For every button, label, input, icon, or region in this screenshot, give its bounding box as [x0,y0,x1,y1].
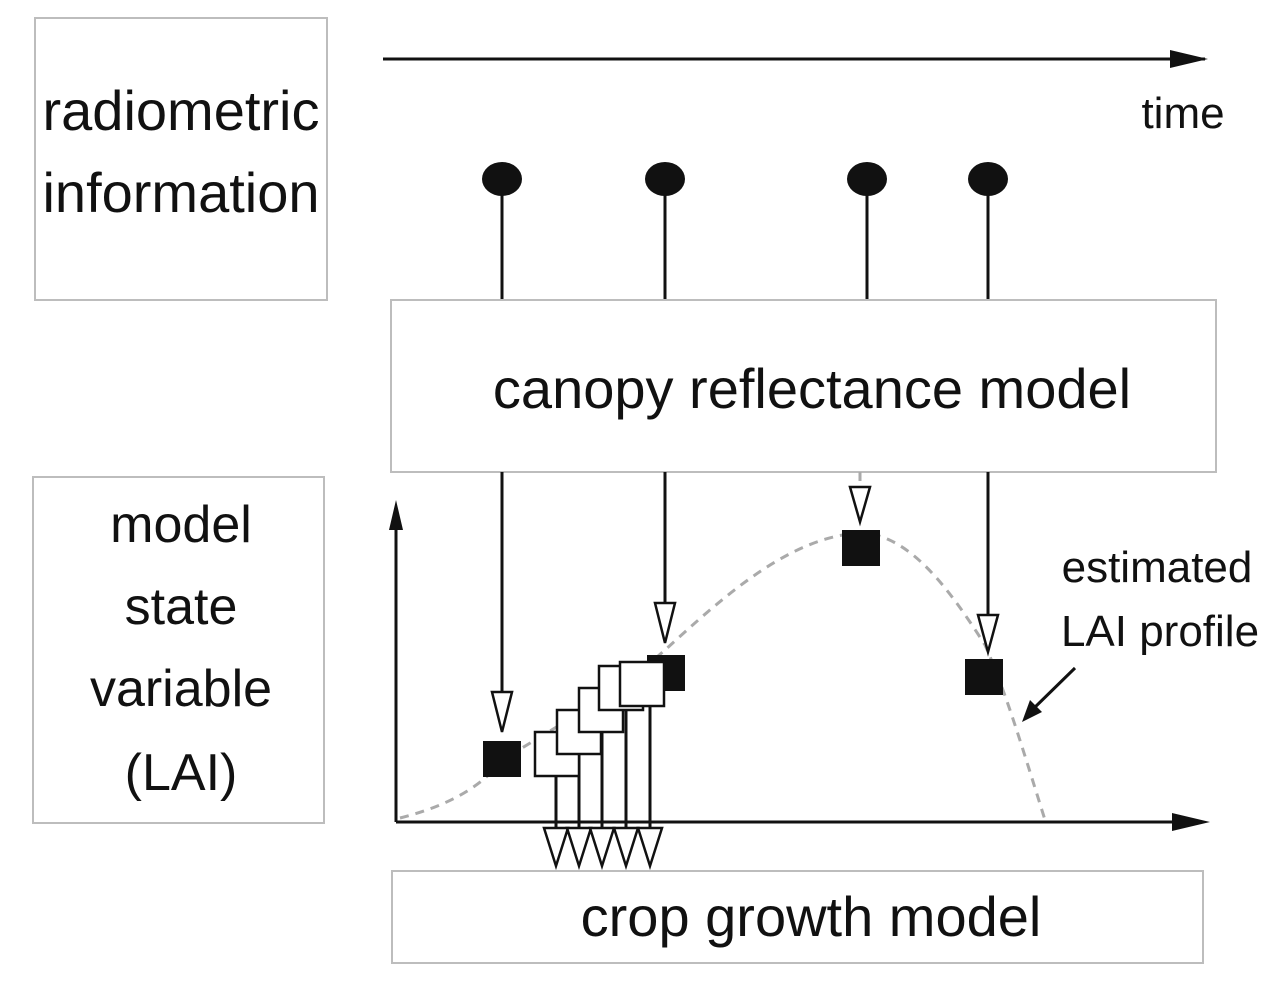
state-variable-box [32,476,325,824]
state-label-line1: model [110,496,252,554]
run-arrow-3 [588,826,616,871]
retrieval-arrow-1 [490,690,514,733]
observation-dot-1 [482,162,522,196]
state-label-line2: state [125,578,238,636]
observation-dot-4 [968,162,1008,196]
radiometric-label-line1: radiometric [43,79,320,142]
observations [482,162,1008,300]
retrieval-arrow-3 [848,485,872,527]
canopy-model-box [390,299,1217,473]
canopy-model-label: canopy reflectance model [493,357,1131,420]
radiometric-label-line2: information [42,161,319,224]
lai-y-axis-arrowhead [389,500,403,530]
model-runs [533,660,666,871]
retrieval-arrow-4 [976,613,1000,657]
time-axis-arrowhead [1170,50,1208,68]
retrieval-arrows [490,472,1000,733]
run-square-5 [618,660,666,708]
lai-estimate-4 [965,659,1003,695]
run-arrow-4 [612,826,640,871]
crop-model-label: crop growth model [581,885,1042,948]
estimated-profile-pointer [1028,666,1077,714]
time-label: time [1141,89,1224,138]
lai-x-axis-arrowhead [1172,813,1210,831]
lai-estimate-3 [842,530,880,566]
state-label-line3: variable [90,660,272,718]
estimated-label-line1: estimated [1062,543,1253,592]
estimated-label-line2: LAI profile [1061,607,1259,656]
retrieval-arrow-2 [653,601,677,644]
run-arrow-1 [542,826,570,871]
observation-dot-2 [645,162,685,196]
state-label-line4: (LAI) [125,744,238,802]
run-arrow-5 [636,826,664,871]
crop-model-box [391,870,1204,964]
run-arrow-2 [565,826,593,871]
radiometric-info-box [34,17,328,301]
estimated-profile-pointer-head [1022,700,1042,722]
observation-dot-3 [847,162,887,196]
lai-estimate-1 [483,741,521,777]
